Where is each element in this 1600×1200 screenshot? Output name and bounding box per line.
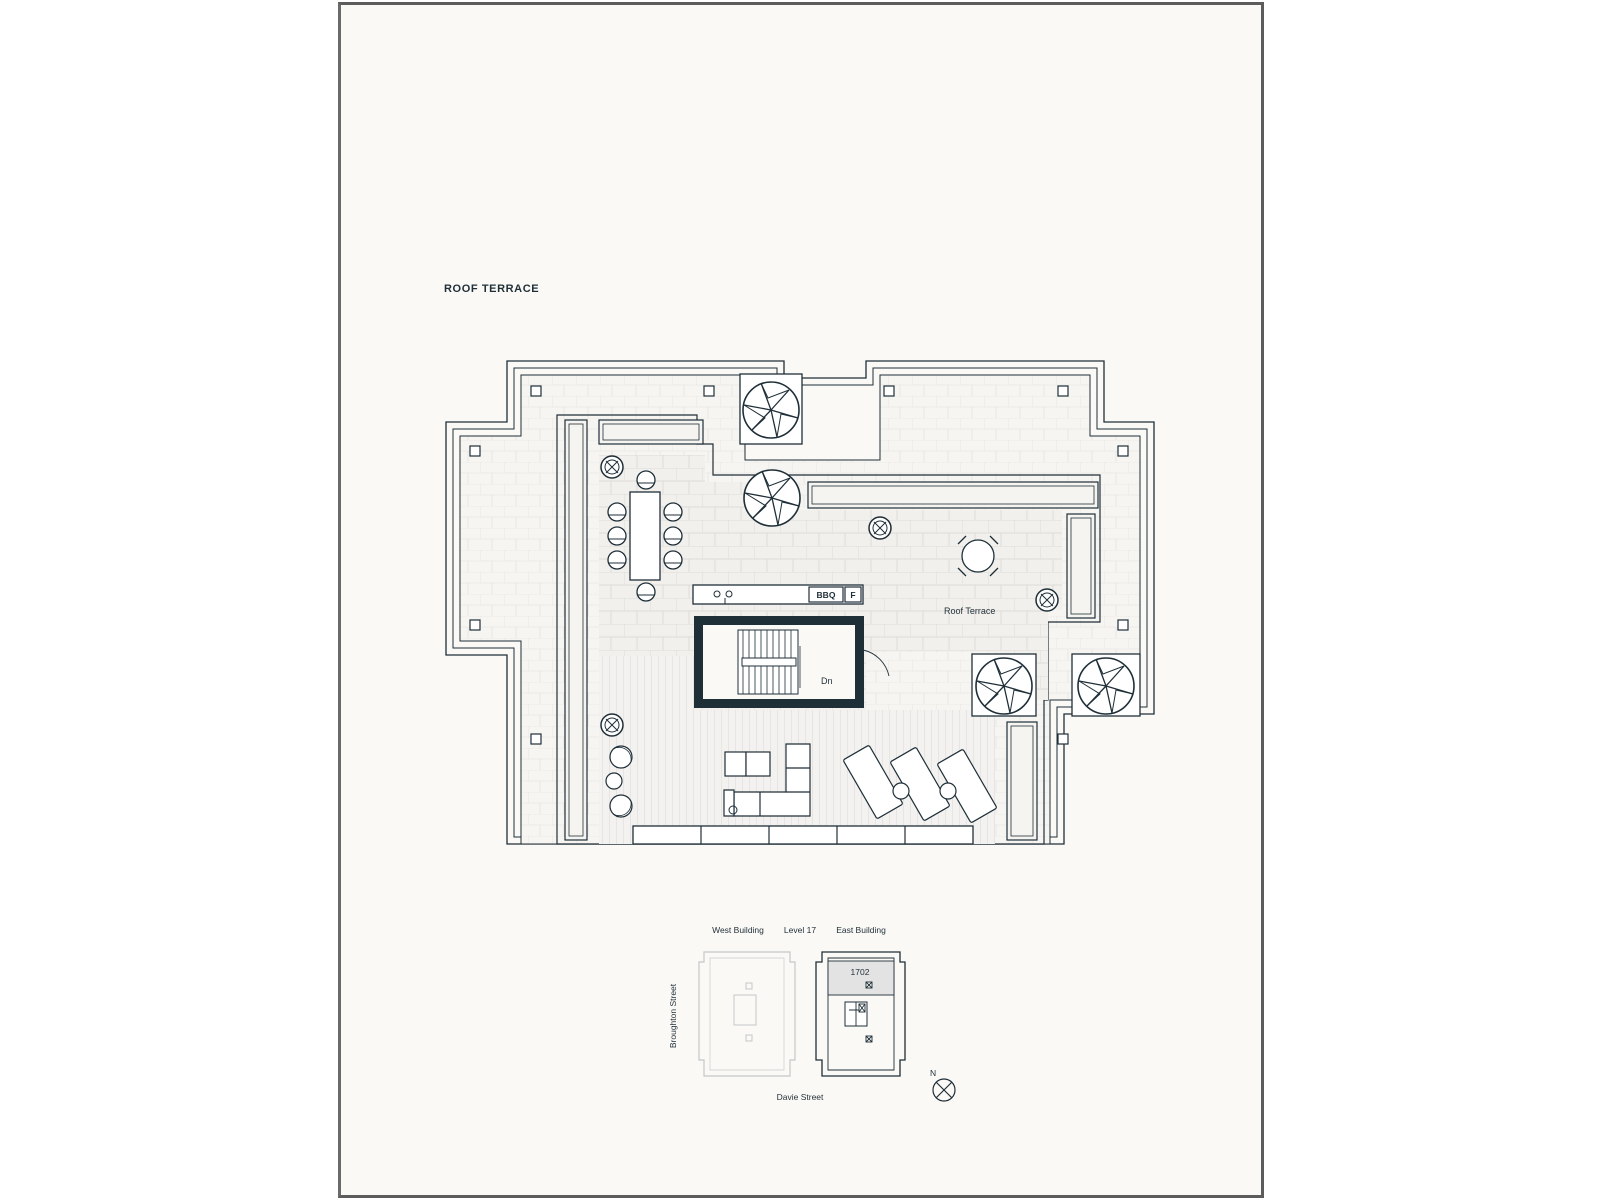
planter-right: [1066, 513, 1096, 619]
side-seating: [605, 745, 633, 818]
key-street-west: Broughton Street: [668, 983, 678, 1048]
stair-core: Dn: [694, 616, 890, 708]
north-label: N: [930, 1068, 936, 1078]
key-east-building: East Building: [836, 925, 886, 935]
north-arrow-icon: N: [930, 1068, 956, 1102]
sheet-title: ROOF TERRACE: [444, 283, 540, 295]
planter-lower-right: [1006, 721, 1038, 841]
lounge-sofa: [723, 743, 811, 817]
bbq-label: BBQ: [817, 590, 836, 600]
round-table: [957, 535, 999, 577]
room-label: Roof Terrace: [944, 606, 995, 616]
key-west-building: West Building: [712, 925, 764, 935]
fridge-label: F: [850, 590, 855, 600]
bench-south: [632, 825, 974, 845]
sun-lounger-icon: [843, 745, 997, 823]
tree-planters: [739, 373, 1141, 717]
key-street-south: Davie Street: [777, 1092, 824, 1102]
stair-down-label: Dn: [821, 676, 833, 686]
planter-left: [564, 419, 588, 841]
key-unit: 1702: [851, 967, 870, 977]
unit-highlight: [827, 960, 895, 996]
key-level: Level 17: [784, 925, 816, 935]
dining-set: [607, 470, 683, 602]
key-plan: West Building Level 17 East Building 170…: [668, 925, 956, 1102]
outdoor-kitchen: BBQ F: [692, 584, 864, 605]
